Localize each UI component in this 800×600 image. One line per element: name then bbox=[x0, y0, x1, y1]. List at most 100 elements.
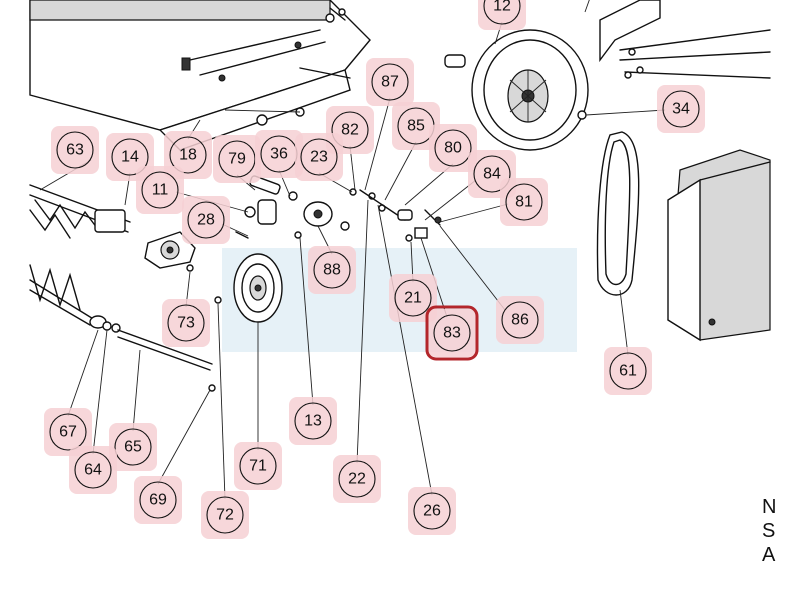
callout-circle bbox=[187, 201, 225, 239]
v-belt bbox=[596, 131, 640, 296]
callout-label: 84 bbox=[483, 166, 501, 183]
callout-label: 81 bbox=[515, 194, 533, 211]
callout-67: 67 bbox=[44, 408, 92, 456]
callout-circle bbox=[501, 301, 539, 339]
auger-shaft bbox=[29, 184, 131, 239]
callout-circle bbox=[141, 171, 179, 209]
callout-12: 12 bbox=[478, 0, 526, 30]
callout-highlight bbox=[366, 58, 414, 106]
callout-highlight bbox=[295, 133, 343, 181]
callout-87: 87 bbox=[366, 58, 414, 106]
hopper-housing bbox=[29, 0, 371, 151]
callout-highlight bbox=[657, 85, 705, 133]
callout-28: 28 bbox=[182, 196, 230, 244]
callout-label: 23 bbox=[310, 149, 328, 166]
callout-highlight bbox=[408, 487, 456, 535]
callout-highlight bbox=[44, 408, 92, 456]
callout-65: 65 bbox=[109, 423, 157, 471]
callout-label: 61 bbox=[619, 363, 637, 380]
callout-label: 21 bbox=[404, 290, 422, 307]
callout-highlight bbox=[51, 126, 99, 174]
callout-highlight bbox=[604, 347, 652, 395]
callout-64: 64 bbox=[69, 446, 117, 494]
callout-label: 14 bbox=[121, 149, 139, 166]
callout-highlight bbox=[496, 296, 544, 344]
callout-label: 85 bbox=[407, 118, 425, 135]
callout-83: 83 bbox=[425, 305, 479, 361]
callout-highlight bbox=[308, 246, 356, 294]
callout-72: 72 bbox=[201, 491, 249, 539]
callout-13: 13 bbox=[289, 397, 337, 445]
callout-73: 73 bbox=[162, 299, 210, 347]
callout-circle bbox=[338, 460, 376, 498]
callout-label: 18 bbox=[179, 147, 197, 164]
callout-circle bbox=[473, 155, 511, 193]
callout-highlight bbox=[182, 196, 230, 244]
callout-label: 79 bbox=[228, 151, 246, 168]
callout-circle bbox=[167, 304, 205, 342]
callout-circle bbox=[206, 496, 244, 534]
top-hardware bbox=[325, 7, 466, 68]
callout-label: 69 bbox=[149, 492, 167, 509]
callout-circle bbox=[505, 183, 543, 221]
callout-label: 36 bbox=[270, 146, 288, 163]
callout-80: 80 bbox=[429, 124, 477, 172]
callout-circle bbox=[114, 428, 152, 466]
callout-label: 28 bbox=[197, 212, 215, 229]
callout-highlight bbox=[134, 476, 182, 524]
callout-85: 85 bbox=[392, 102, 440, 150]
pulley bbox=[214, 253, 283, 323]
callout-26: 26 bbox=[408, 487, 456, 535]
callout-highlight bbox=[428, 309, 476, 357]
callout-circle bbox=[331, 111, 369, 149]
callout-label: 82 bbox=[341, 122, 359, 139]
callout-label: 26 bbox=[423, 503, 441, 520]
callout-11: 11 bbox=[136, 166, 184, 214]
callout-label: 83 bbox=[443, 325, 461, 342]
callout-label: 87 bbox=[381, 74, 399, 91]
callout-circle bbox=[139, 481, 177, 519]
callout-label: 80 bbox=[444, 140, 462, 157]
callout-highlight bbox=[162, 299, 210, 347]
callout-highlight bbox=[109, 423, 157, 471]
callout-circle bbox=[111, 138, 149, 176]
callout-circle bbox=[433, 314, 471, 352]
callout-label: 12 bbox=[493, 0, 511, 15]
callout-34: 34 bbox=[657, 85, 705, 133]
callout-88: 88 bbox=[308, 246, 356, 294]
linkage-hardware bbox=[235, 175, 442, 242]
callout-circle bbox=[294, 402, 332, 440]
edge-note-line: A bbox=[762, 544, 776, 566]
callout-highlight bbox=[201, 491, 249, 539]
callout-circle bbox=[609, 352, 647, 390]
callout-highlight bbox=[69, 446, 117, 494]
callout-highlight bbox=[389, 274, 437, 322]
callout-label: 64 bbox=[84, 462, 102, 479]
wheel-bracket bbox=[599, 0, 771, 79]
callout-highlight bbox=[234, 442, 282, 490]
callout-81: 81 bbox=[500, 178, 548, 226]
callout-61: 61 bbox=[604, 347, 652, 395]
callout-label: 71 bbox=[249, 458, 267, 475]
callout-highlight bbox=[333, 455, 381, 503]
edge-note: N S A bbox=[762, 496, 776, 566]
callout-79: 79 bbox=[213, 135, 261, 183]
edge-note-line: N bbox=[762, 496, 776, 518]
callout-label: 22 bbox=[348, 471, 366, 488]
callout-86: 86 bbox=[496, 296, 544, 344]
callout-label: 11 bbox=[152, 182, 169, 199]
callout-label: 72 bbox=[216, 507, 234, 524]
callout-69: 69 bbox=[134, 476, 182, 524]
callout-label: 73 bbox=[177, 315, 195, 332]
callout-circle bbox=[413, 492, 451, 530]
callout-circle bbox=[56, 131, 94, 169]
callout-highlight bbox=[478, 0, 526, 30]
selected-callout-frame bbox=[425, 305, 479, 361]
callout-23: 23 bbox=[295, 133, 343, 181]
callout-label: 34 bbox=[672, 101, 690, 118]
callout-circle bbox=[49, 413, 87, 451]
edge-note-line: S bbox=[762, 520, 775, 542]
callout-highlight bbox=[429, 124, 477, 172]
callout-circle bbox=[74, 451, 112, 489]
